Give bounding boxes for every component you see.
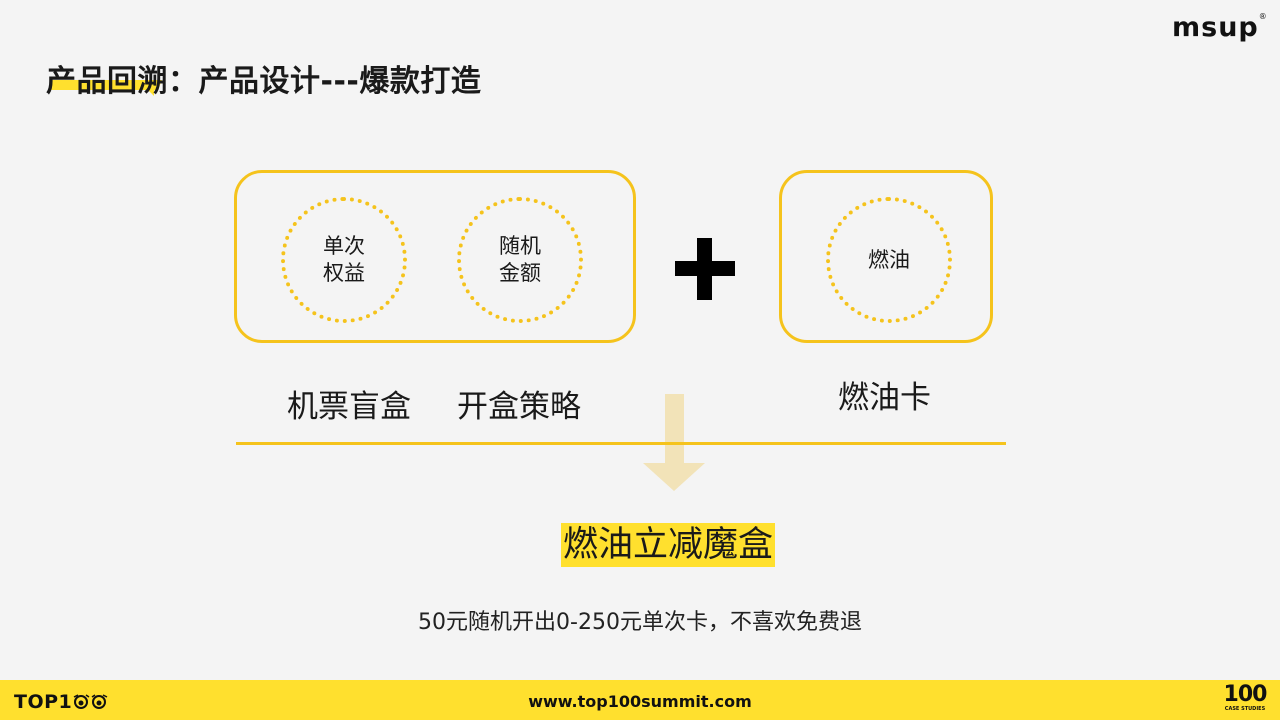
footer-bar: TOP1 www.top100summit.com 100 CASE STUDI… (0, 680, 1280, 720)
footer-url[interactable]: www.top100summit.com (528, 692, 752, 711)
badge-text: CASE STUDIES (1224, 706, 1266, 712)
plus-icon-bar (675, 261, 735, 276)
circle-text-line2: 金额 (499, 261, 541, 285)
right-group-box: 燃油 (779, 170, 993, 343)
label-fuel-card: 燃油卡 (838, 380, 931, 416)
left-group-box: 单次权益 随机金额 (234, 170, 636, 343)
label-ticket-blind-box: 机票盲盒 (287, 389, 411, 425)
page-title: 产品回溯：产品设计---爆款打造 (46, 64, 482, 99)
top100-logo: TOP1 (14, 691, 110, 713)
result-description: 50元随机开出0-250元单次卡，不喜欢免费退 (418, 610, 862, 635)
divider-line (236, 442, 1006, 445)
circle-text-line1: 单次 (323, 234, 365, 258)
msup-logo: msup® (1172, 12, 1267, 43)
eyes-icon (73, 694, 108, 709)
circle-fuel: 燃油 (826, 197, 952, 323)
case-studies-badge: 100 CASE STUDIES (1218, 684, 1272, 713)
label-open-box-strategy: 开盒策略 (457, 389, 581, 425)
logo-text: msup (1172, 12, 1259, 43)
registered-mark: ® (1258, 12, 1268, 21)
top100-brand-text: TOP1 (14, 691, 73, 713)
result-title: 燃油立减魔盒 (561, 523, 776, 567)
circle-single-benefit: 单次权益 (281, 197, 407, 323)
circle-text: 燃油 (868, 247, 910, 272)
arrow-down-icon (665, 394, 684, 466)
circle-text-line1: 随机 (499, 234, 541, 258)
page-title-wrap: 产品回溯：产品设计---爆款打造 (46, 56, 481, 100)
circle-text-line2: 权益 (323, 261, 365, 285)
circle-random-amount: 随机金额 (457, 197, 583, 323)
badge-number: 100 (1223, 682, 1268, 707)
title-highlight-tail (144, 86, 154, 96)
arrow-down-icon-head (643, 463, 705, 491)
